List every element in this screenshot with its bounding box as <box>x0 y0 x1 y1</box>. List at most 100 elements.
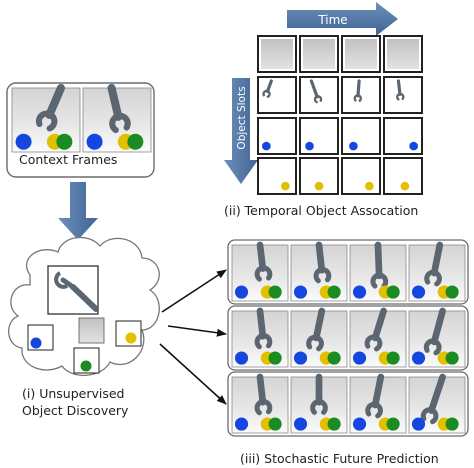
colored-ball-icon <box>30 337 42 349</box>
colored-ball-icon <box>234 417 249 431</box>
colored-ball-icon <box>234 285 249 299</box>
grid-cell <box>299 76 339 114</box>
robot-arm-gripper-icon <box>364 307 387 352</box>
colored-ball-icon <box>15 133 32 150</box>
prediction-row <box>227 239 469 305</box>
grid-cell <box>341 35 381 73</box>
prediction-arrow-top <box>161 269 227 313</box>
colored-ball-icon <box>409 141 418 151</box>
robot-arm-gripper-icon <box>262 79 273 98</box>
context-frames-label: Context Frames <box>19 152 118 167</box>
colored-ball-icon <box>445 351 459 365</box>
colored-ball-icon <box>352 285 367 299</box>
time-arrow <box>287 2 398 36</box>
robot-arm-gripper-icon <box>353 79 362 102</box>
colored-ball-icon <box>125 332 137 344</box>
grid-cell <box>341 157 381 195</box>
colored-ball-icon <box>352 417 367 431</box>
time-label: Time <box>317 13 347 27</box>
robot-arm-gripper-icon <box>313 241 332 284</box>
grid-cell <box>383 35 423 73</box>
colored-ball-icon <box>262 141 271 151</box>
colored-ball-icon <box>293 351 308 365</box>
robot-arm-gripper-icon <box>254 241 273 282</box>
grid-cell <box>257 35 297 73</box>
robot-arm-gripper-icon <box>254 373 273 416</box>
prediction-arrow-middle <box>167 325 227 337</box>
object-slots-label: Object Slots <box>236 86 248 149</box>
discovery-caption-line1: (i) Unsupervised <box>22 386 125 401</box>
robot-arm-gripper-icon <box>54 271 99 312</box>
discovery-cloud <box>8 236 160 377</box>
colored-ball-icon <box>127 133 144 150</box>
colored-ball-icon <box>80 360 92 372</box>
colored-ball-icon <box>268 351 282 365</box>
grid-cell <box>383 157 423 195</box>
robot-arm-gripper-icon <box>365 373 385 419</box>
robot-arm-gripper-icon <box>306 307 326 352</box>
prediction-arrow-bottom <box>159 343 227 405</box>
robot-arm-gripper-icon <box>254 307 273 350</box>
prediction-row <box>227 305 469 371</box>
colored-ball-icon <box>386 285 400 299</box>
scene-frame <box>349 373 407 434</box>
colored-ball-icon <box>293 417 308 431</box>
flow-arrow-down <box>58 182 98 240</box>
robot-arm-gripper-icon <box>424 241 444 287</box>
colored-ball-icon <box>386 417 400 431</box>
scene-frame <box>82 83 152 153</box>
colored-ball-icon <box>327 351 341 365</box>
robot-arm-gripper-icon <box>423 307 446 356</box>
scene-frame <box>349 307 407 368</box>
colored-ball-icon <box>268 417 282 431</box>
temporal-association-caption: (ii) Temporal Object Assocation <box>224 203 419 218</box>
object-slots-arrow <box>224 78 258 184</box>
colored-ball-icon <box>386 351 400 365</box>
colored-ball-icon <box>281 181 290 191</box>
colored-ball-icon <box>293 285 308 299</box>
scene-frame <box>231 307 289 368</box>
robot-arm-gripper-icon <box>107 83 131 134</box>
grid-cell <box>341 76 381 114</box>
grid-cell <box>257 117 297 155</box>
robot-arm-gripper-icon <box>396 79 405 101</box>
grid-cell <box>341 117 381 155</box>
scene-frame <box>349 241 407 302</box>
grid-cell <box>299 35 339 73</box>
prediction-panels <box>227 239 469 437</box>
robot-arm-gripper-icon <box>309 79 323 104</box>
colored-ball-icon <box>365 181 374 191</box>
scene-frame <box>290 307 348 368</box>
grid-cell <box>257 76 297 114</box>
scene-frame <box>231 373 289 434</box>
colored-ball-icon <box>314 181 324 191</box>
colored-ball-icon <box>86 133 103 150</box>
colored-ball-icon <box>268 285 282 299</box>
robot-arm-gripper-icon <box>420 373 446 425</box>
grid-cell <box>299 117 339 155</box>
robot-arm-gripper-icon <box>35 83 66 132</box>
colored-ball-icon <box>56 133 73 150</box>
colored-ball-icon <box>411 351 426 365</box>
grid-cell <box>383 76 423 114</box>
colored-ball-icon <box>400 181 410 191</box>
context-frames-panel <box>6 82 155 178</box>
colored-ball-icon <box>349 141 358 151</box>
scene-frame <box>11 83 81 153</box>
slot-background-box <box>78 317 105 344</box>
future-prediction-caption: (iii) Stochastic Future Prediction <box>240 451 439 466</box>
robot-arm-gripper-icon <box>370 241 389 289</box>
colored-ball-icon <box>411 417 426 431</box>
colored-ball-icon <box>327 417 341 431</box>
scene-frame <box>408 307 466 368</box>
grid-cell <box>299 157 339 195</box>
colored-ball-icon <box>234 351 249 365</box>
scene-frame <box>231 241 289 302</box>
scene-frame <box>408 241 466 302</box>
grid-cell <box>257 157 297 195</box>
scene-frame <box>290 373 348 434</box>
grid-cell <box>383 117 423 155</box>
colored-ball-icon <box>445 417 459 431</box>
